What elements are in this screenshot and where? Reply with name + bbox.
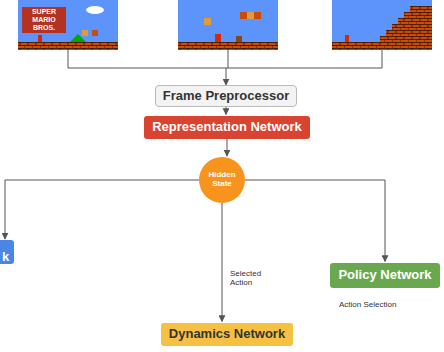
game-screenshot [178,0,278,50]
game-logo: SUPER MARIO BROS. [22,7,66,33]
process-box: Frame Preprocessor [155,85,297,107]
process-box: k [0,240,14,264]
node-text: Hidden State [205,171,239,189]
connector-arrow [222,203,223,322]
node-text: k [2,250,9,264]
node-text: Dynamics Network [169,327,285,341]
state-circle: Hidden State [199,157,245,203]
connector-arrow [245,180,385,262]
merge-wires [68,50,382,85]
process-box: Policy Network [330,263,440,288]
connector-arrow [5,180,199,239]
node-text: Representation Network [152,120,302,134]
game-screenshot [18,0,118,50]
game-screenshot [332,0,432,50]
node-text: Frame Preprocessor [163,89,289,103]
edge-label: Selected Action [230,269,274,287]
process-box: Representation Network [144,116,310,139]
node-text: Policy Network [338,268,431,282]
connector-arrow [226,139,227,157]
note-label: Action Selection [339,300,429,309]
process-box: Dynamics Network [161,323,293,346]
connector-arrow [225,107,226,114]
